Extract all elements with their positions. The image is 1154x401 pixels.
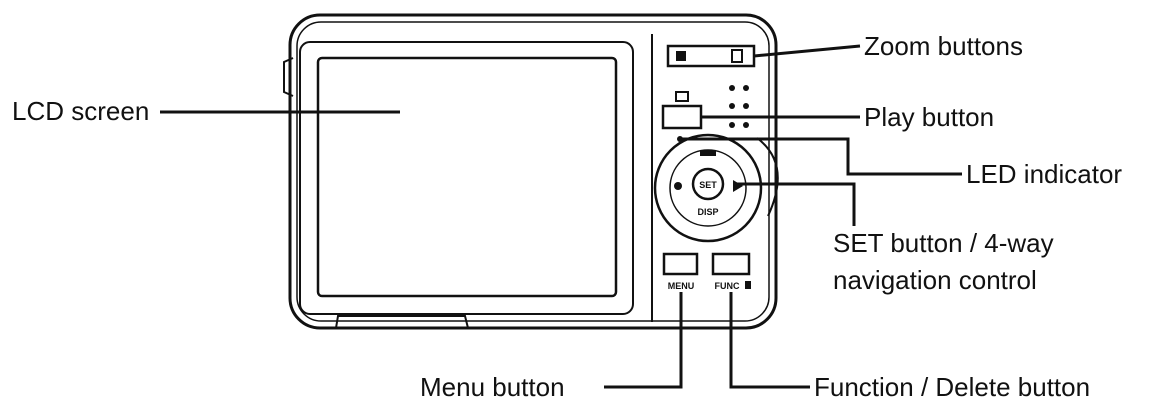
- lcd-bezel: [299, 41, 634, 315]
- left-direction-icon: [674, 182, 682, 190]
- function-delete-button: [711, 252, 751, 276]
- side-grip-curve: [756, 137, 779, 217]
- disp-text: DISP: [697, 207, 718, 217]
- lcd-display: [316, 56, 618, 298]
- func-button-text: FUNC: [715, 281, 740, 291]
- label-menu-button: Menu button: [420, 372, 565, 401]
- speaker-dot: [729, 103, 735, 109]
- label-function-delete-button: Function / Delete button: [814, 372, 1090, 401]
- label-set-button-line2: navigation control: [833, 265, 1037, 295]
- label-zoom-buttons: Zoom buttons: [864, 31, 1023, 61]
- label-led-indicator: LED indicator: [966, 159, 1122, 189]
- camera-inner-edge: [296, 21, 770, 322]
- zoom-wide-icon: [676, 51, 686, 61]
- set-button-text: SET: [699, 180, 717, 190]
- play-button: [661, 104, 703, 130]
- zoom-tele-icon: [731, 49, 743, 63]
- speaker-dot: [743, 85, 749, 91]
- label-lcd-screen: LCD screen: [12, 96, 149, 126]
- speaker-dot: [729, 85, 735, 91]
- bottom-tab: [335, 315, 469, 329]
- set-button: [691, 167, 725, 201]
- trash-icon: [745, 281, 751, 289]
- speaker-dot: [743, 122, 749, 128]
- leader-led-indicator: [682, 137, 962, 176]
- leader-set-button: [735, 182, 856, 226]
- menu-button-text: MENU: [668, 281, 695, 291]
- speaker-dot: [729, 122, 735, 128]
- label-set-button-line1: SET button / 4-way: [833, 228, 1054, 258]
- up-direction-icon: [700, 150, 716, 156]
- camera-mode-icon: [675, 91, 689, 102]
- control-panel: SET DISP MENU FUNC: [651, 34, 779, 322]
- leader-function-delete-button: [729, 292, 810, 389]
- four-way-navigation-control: SET DISP: [653, 133, 763, 243]
- right-direction-icon: [733, 180, 743, 192]
- menu-button: [662, 252, 699, 276]
- leader-zoom-buttons: [753, 44, 861, 58]
- callout-labels: LCD screen Zoom buttons Play button LED …: [12, 31, 1122, 401]
- camera-body: [283, 13, 778, 330]
- camera-outline: [288, 13, 778, 330]
- leader-menu-button: [604, 292, 683, 389]
- speaker-dot: [743, 103, 749, 109]
- lcd-screen: [299, 41, 634, 315]
- nav-ring-outer: [653, 133, 763, 243]
- label-play-button: Play button: [864, 102, 994, 132]
- speaker-grille: [729, 85, 749, 128]
- leader-lines: [160, 44, 962, 389]
- led-indicator: [677, 136, 683, 142]
